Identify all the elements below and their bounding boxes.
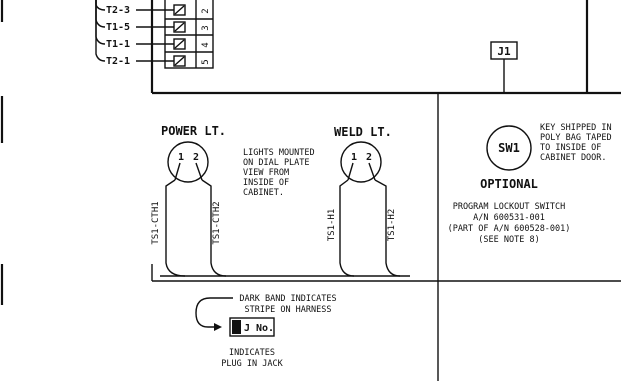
wire-label: TS1-H1 <box>327 209 337 242</box>
legend-plug-note: INDICATES <box>229 348 275 358</box>
wire-label: T2-1 <box>106 56 130 67</box>
arrow-head-icon <box>214 323 222 331</box>
terminal-number: 4 <box>201 42 211 47</box>
wire-label: T1-1 <box>106 39 130 50</box>
lights-note: CABINET. <box>243 188 284 198</box>
terminal-number: 2 <box>201 8 211 13</box>
wire-label: T1-5 <box>106 22 130 33</box>
switch-description: (PART OF A/N 600528-001) <box>448 224 571 234</box>
pin-label: 2 <box>366 152 372 163</box>
legend-band-note: DARK BAND INDICATES <box>239 294 336 304</box>
key-note: POLY BAG TAPED <box>540 133 612 143</box>
pin-label: 1 <box>351 152 357 163</box>
jack-tag <box>229 317 275 337</box>
power-light-icon <box>167 141 209 183</box>
key-note: KEY SHIPPED IN <box>540 123 612 133</box>
lights-note: VIEW FROM <box>243 168 289 178</box>
switch-description: (SEE NOTE 8) <box>478 235 539 245</box>
jack-tag-label: J No. <box>244 323 274 334</box>
lights-note: ON DIAL PLATE <box>243 158 310 168</box>
power-light-title: POWER LT. <box>161 124 226 138</box>
terminal-number: 3 <box>201 25 211 30</box>
sw1-switch-icon <box>486 125 532 171</box>
weld-light-title: WELD LT. <box>334 125 392 139</box>
legend-plug-note: PLUG IN JACK <box>221 359 283 369</box>
switch-description: A/N 600531-001 <box>473 213 545 223</box>
lights-note: LIGHTS MOUNTED <box>243 148 315 158</box>
legend-pointer <box>195 297 233 328</box>
cabinet-frame <box>150 0 621 381</box>
j1-label: J1 <box>497 45 511 58</box>
weld-light-icon <box>340 141 382 183</box>
dark-band <box>232 320 241 334</box>
switch-description: PROGRAM LOCKOUT SWITCH <box>453 202 566 212</box>
legend-band-note: STRIPE ON HARNESS <box>245 305 332 315</box>
terminal-number: 5 <box>201 59 211 64</box>
key-note: CABINET DOOR. <box>540 153 607 163</box>
lights-note: INSIDE OF <box>243 178 289 188</box>
wire-label: T2-3 <box>106 5 130 16</box>
wire-label: TS1-H2 <box>387 209 397 242</box>
wire-bundle <box>95 0 174 62</box>
pin-label: 2 <box>193 152 199 163</box>
pin-label: 1 <box>178 152 184 163</box>
wire-label: TS1-CTH2 <box>212 201 222 244</box>
light-leads <box>151 179 438 282</box>
wire-label: TS1-CTH1 <box>151 201 161 244</box>
key-note: TO INSIDE OF <box>540 143 601 153</box>
optional-label: OPTIONAL <box>480 177 538 191</box>
terminal-block <box>164 0 214 69</box>
sw1-label: SW1 <box>498 141 520 155</box>
